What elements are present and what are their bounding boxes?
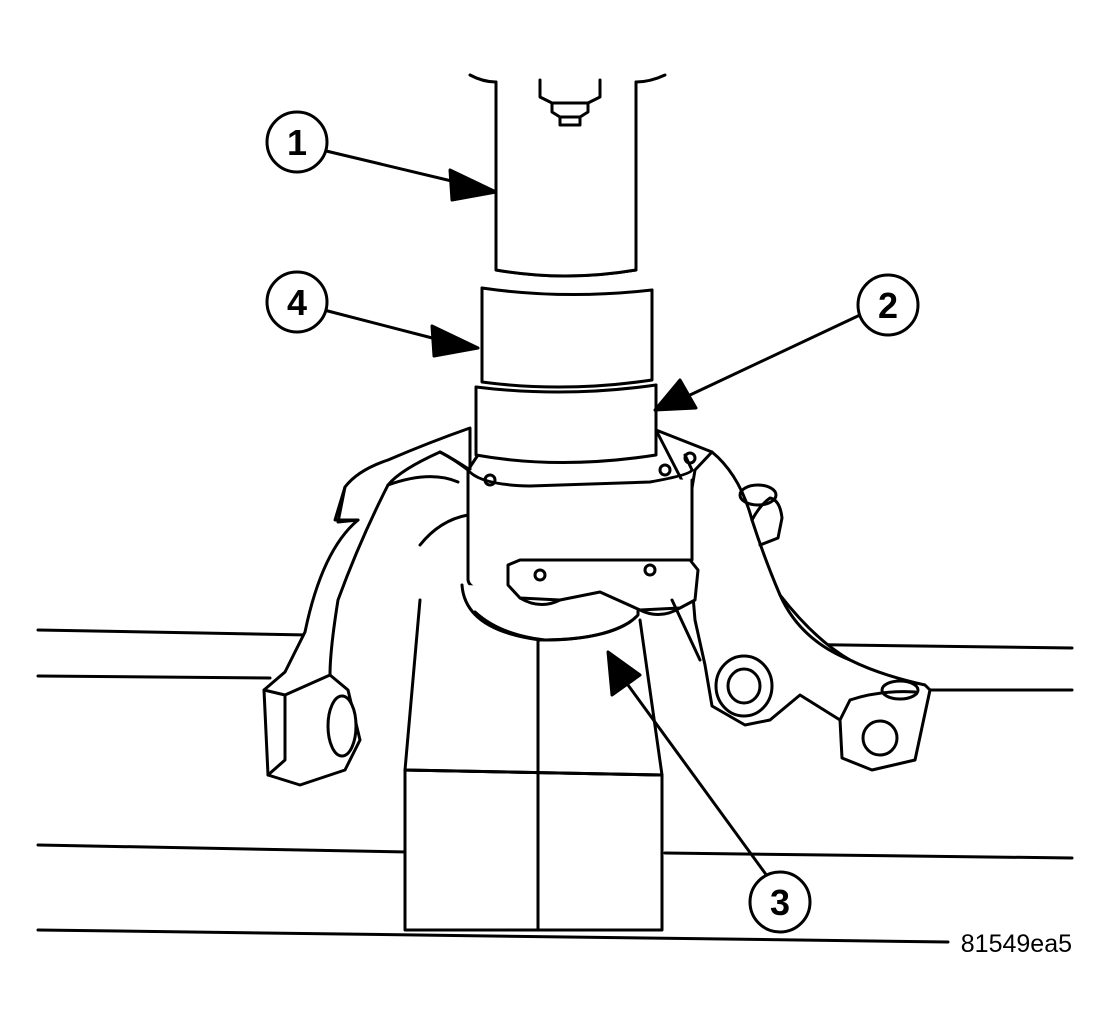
leader-arrow-2 [653, 313, 862, 412]
callout-circle-3 [748, 870, 812, 934]
callout-label-4: 4 [287, 282, 307, 323]
figure-id: 81549ea5 [961, 930, 1072, 958]
callout-label-1: 1 [287, 122, 307, 163]
receiver-cup-4 [480, 268, 654, 389]
support-blocks [403, 598, 664, 932]
steering-knuckle [262, 426, 932, 787]
leader-arrow-4 [322, 308, 480, 358]
callout-label-3: 3 [770, 882, 790, 923]
callout-circle-2 [856, 273, 920, 337]
callout-circle-4 [265, 270, 329, 334]
press-ram [468, 73, 667, 278]
leader-arrow-1 [320, 148, 498, 202]
callout-circle-1 [265, 110, 329, 174]
callout-label-2: 2 [878, 285, 898, 326]
receiver-cup-2 [474, 383, 658, 464]
leader-arrow-3 [606, 650, 772, 882]
